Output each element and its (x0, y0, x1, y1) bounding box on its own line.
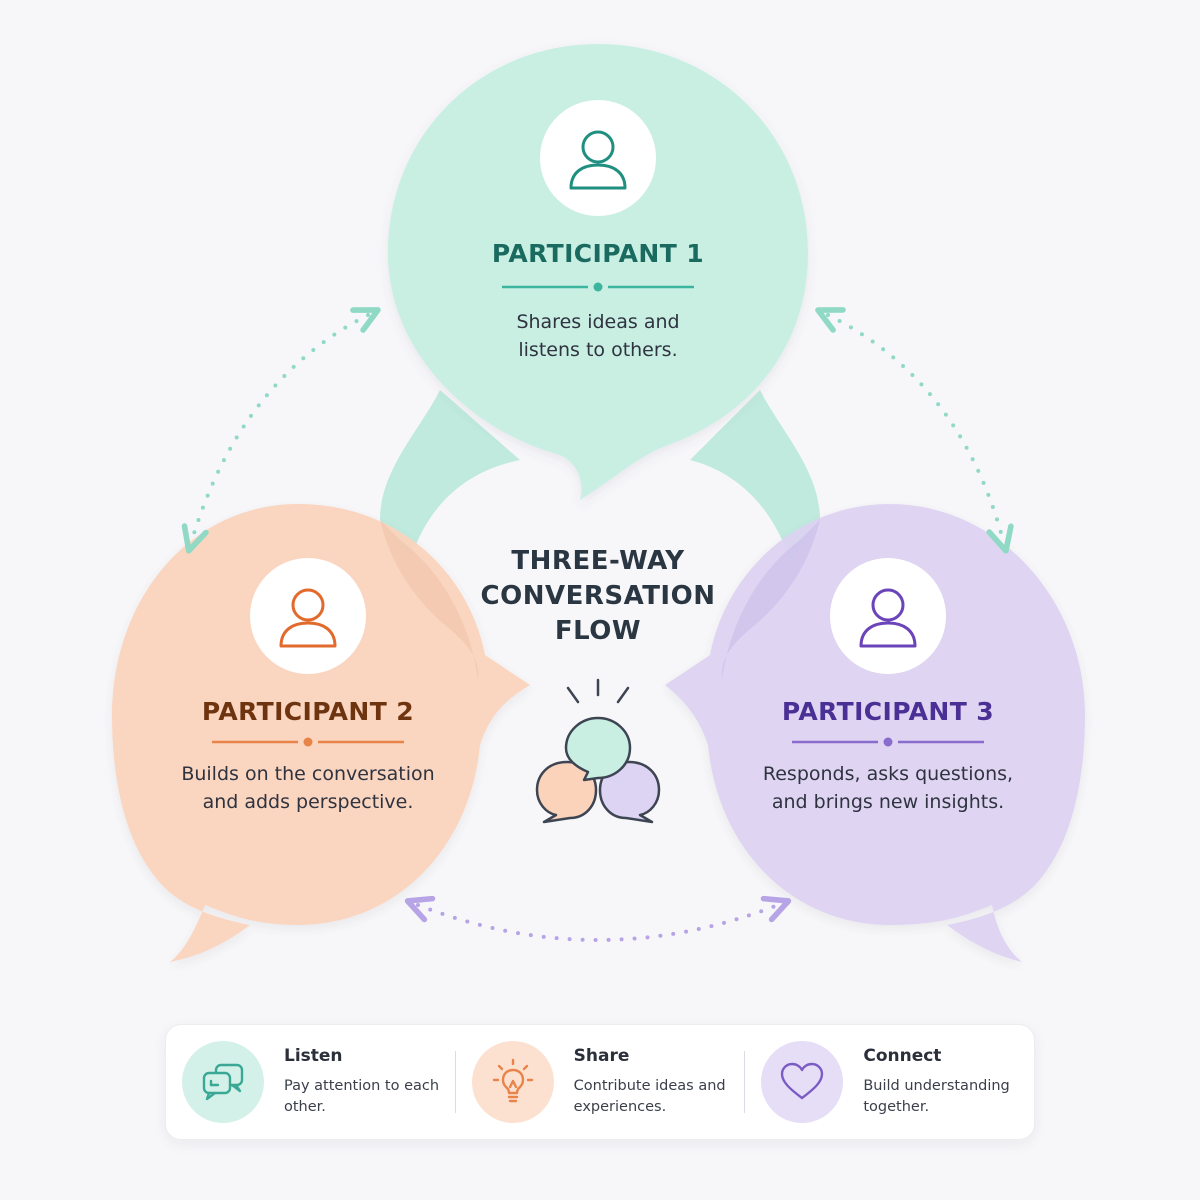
legend-title-listen: Listen (284, 1046, 343, 1066)
divider-dot (593, 282, 603, 292)
legend-desc-share: Contribute ideas and experiences. (573, 1078, 726, 1115)
participant-1-title: PARTICIPANT 1 (492, 239, 704, 268)
participant-2-content: PARTICIPANT 2 Builds on the conversation… (181, 558, 435, 813)
legend-title-connect: Connect (863, 1046, 942, 1066)
participant-1-desc-line1: Shares ideas and (516, 311, 679, 333)
participant-3-desc-line1: Responds, asks questions, (763, 763, 1013, 785)
participant-3-desc-line2: and brings new insights. (772, 791, 1004, 813)
heart-icon (781, 1062, 824, 1100)
arrow-p1-p3 (815, 307, 1014, 554)
participant-1-bubble (380, 44, 820, 560)
person-icon (859, 588, 917, 648)
person-icon (569, 130, 627, 190)
participant-2-avatar (250, 558, 366, 674)
participant-2-desc-line2: and adds perspective. (203, 791, 414, 813)
legend-divider (454, 1051, 456, 1113)
legend-divider (744, 1051, 746, 1113)
legend-card: Listen Pay attention to each other. (165, 1024, 1035, 1140)
center-title-line1: THREE-WAY (511, 546, 685, 576)
legend-icon-circle (761, 1041, 844, 1123)
legend-item-connect: Connect Build understanding together. (745, 1025, 1034, 1139)
lightbulb-icon (492, 1058, 533, 1103)
legend-item-listen: Listen Pay attention to each other. (166, 1025, 455, 1139)
participant-3-bubble (665, 504, 1085, 962)
legend-desc-listen: Pay attention to each other. (284, 1078, 440, 1115)
chat-bubbles-icon (202, 1063, 244, 1101)
overlap-teal-lavender (721, 520, 820, 680)
participant-2-title: PARTICIPANT 2 (202, 697, 414, 726)
legend-icon-circle (471, 1041, 554, 1123)
three-chat-bubbles-icon (535, 678, 661, 824)
legend-desc-connect: Build understanding together. (863, 1078, 1010, 1115)
legend-item-share: Share Contribute ideas and experiences. (456, 1025, 745, 1139)
overlap-teal-peach (380, 520, 479, 680)
participant-2-desc-line1: Builds on the conversation (181, 763, 434, 785)
arrow-p2-p3 (404, 895, 792, 942)
participant-1-avatar (540, 100, 656, 216)
center-title-line3: FLOW (555, 616, 641, 646)
participant-1-desc-line2: listens to others. (518, 339, 677, 361)
participant-2-bubble (112, 504, 530, 962)
center-title: THREE-WAY CONVERSATION FLOW (481, 546, 716, 646)
participant-3-title: PARTICIPANT 3 (782, 697, 994, 726)
divider-dot (303, 737, 313, 747)
divider-dot (883, 737, 893, 747)
person-icon (279, 588, 337, 648)
legend-icon-circle (182, 1041, 264, 1123)
participant-3-content: PARTICIPANT 3 Responds, asks questions, … (763, 558, 1013, 813)
participant-3-avatar (830, 558, 946, 674)
legend-title-share: Share (573, 1046, 630, 1066)
participant-1-content: PARTICIPANT 1 Shares ideas and listens t… (492, 100, 704, 361)
center-title-line2: CONVERSATION (481, 581, 716, 611)
